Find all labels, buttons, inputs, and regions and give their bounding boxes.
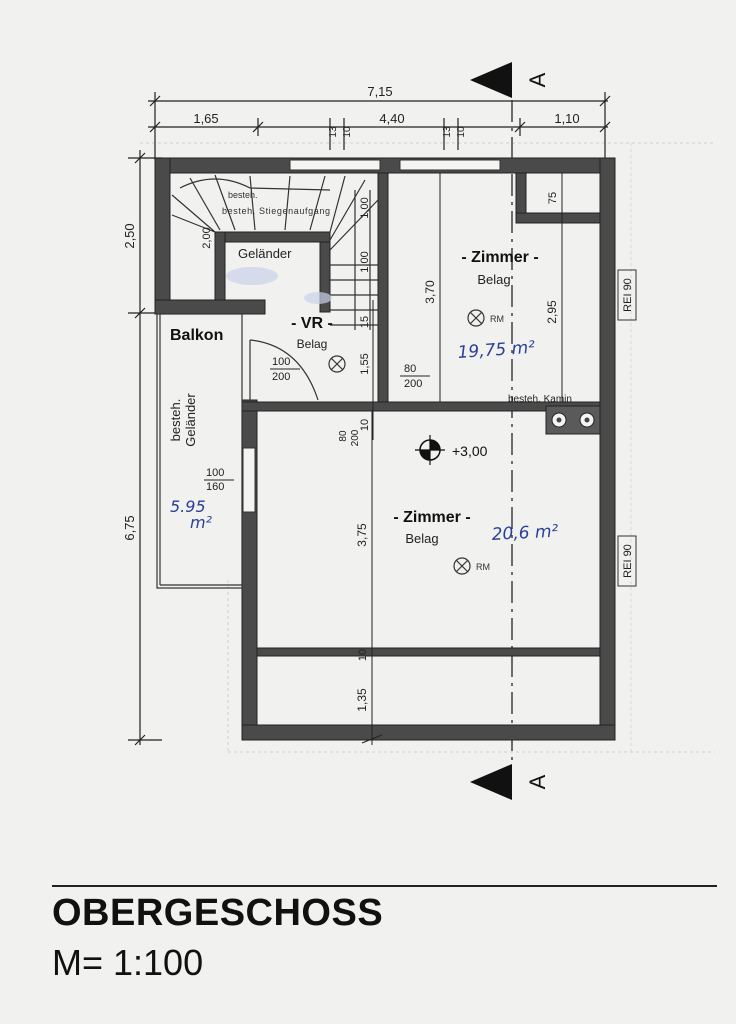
zimmer1-rm-icon xyxy=(467,309,485,327)
section-marker-top: A xyxy=(470,62,550,98)
zimmer2-area: 20,6 m² xyxy=(491,522,559,545)
zimmer1-floor: Belag xyxy=(477,272,510,287)
window-balkon-top: 100 xyxy=(206,467,224,479)
pen-smudge-2 xyxy=(304,292,332,304)
window-top-2 xyxy=(399,159,501,171)
balkon-area-1: 5.95 xyxy=(170,497,206,516)
staircase xyxy=(171,174,379,330)
svg-text:REI 90: REI 90 xyxy=(622,544,634,578)
rei-label-bottom: REI 90 xyxy=(617,535,637,587)
dim-top-total: 7,15 xyxy=(367,84,392,99)
zimmer2-rm: RM xyxy=(476,562,490,572)
window-balkon xyxy=(242,447,256,513)
zimmer2-floor: Belag xyxy=(405,531,438,546)
section-label-top: A xyxy=(525,72,550,87)
kamin xyxy=(545,405,601,435)
dim-top-left: 1,65 xyxy=(193,111,218,126)
title-rule xyxy=(52,885,717,887)
section-label-bottom: A xyxy=(525,774,550,789)
door3-bottom: 200 xyxy=(350,429,361,446)
stair-note-1: besteh. xyxy=(228,190,258,200)
window-balkon-bottom: 160 xyxy=(206,481,224,493)
zimmer2-dim-height: 3,75 xyxy=(355,523,369,547)
zimmer1-dim-inner: 2,95 xyxy=(545,300,559,324)
gelaender-label: Geländer xyxy=(238,246,292,261)
window-top-1 xyxy=(289,159,381,171)
zimmer1-rm: RM xyxy=(490,314,504,324)
zimmer1-dim-small: 75 xyxy=(547,192,559,204)
stair-note: besteh. Stiegenaufgang xyxy=(222,206,330,216)
vr-dim-10: 10 xyxy=(359,419,371,431)
balkon-area-2: m² xyxy=(190,513,213,532)
door-swing-1 xyxy=(249,339,319,401)
balkon-area xyxy=(156,313,243,589)
dim-left-upper: 2,50 xyxy=(122,223,137,248)
zimmer2-dim-10: 10 xyxy=(357,649,369,661)
door1-top: 100 xyxy=(272,356,290,368)
level-value: +3,00 xyxy=(452,443,488,459)
pen-smudge xyxy=(226,267,278,285)
vr-dim-155: 1,55 xyxy=(359,353,371,374)
vr-light-icon xyxy=(328,355,346,373)
stair-dim-100b: 1,00 xyxy=(359,251,371,272)
door2-top: 80 xyxy=(404,363,416,375)
section-marker-bottom: A xyxy=(470,764,550,800)
dim-top-small-a: 13 xyxy=(328,126,339,138)
zimmer2-name: - Zimmer - xyxy=(393,509,470,526)
door3-top: 80 xyxy=(338,430,349,442)
dim-top-mid: 4,40 xyxy=(379,111,404,126)
dim-top-right: 1,10 xyxy=(554,111,579,126)
balkon-rail-1: besteh. xyxy=(168,399,183,442)
plan-title: OBERGESCHOSS xyxy=(52,892,384,934)
vr-name: - VR - xyxy=(291,315,333,332)
vr-dim-15: 15 xyxy=(359,316,371,328)
kamin-label: besteh. Kamin xyxy=(508,394,572,405)
dim-left-lower: 6,75 xyxy=(122,515,137,540)
dim-top-small-d: 10 xyxy=(456,126,467,138)
door2-bottom: 200 xyxy=(404,378,422,390)
balkon-label: Balkon xyxy=(170,327,223,344)
plan-scale: M= 1:100 xyxy=(52,942,204,983)
dim-top-small-b: 10 xyxy=(342,126,353,138)
zimmer1-name: - Zimmer - xyxy=(461,249,538,266)
zimmer2-rm-icon xyxy=(453,557,471,575)
stair-dim-100a: 1,00 xyxy=(359,197,371,218)
rei-label-top: REI 90 xyxy=(617,269,637,321)
dimension-top xyxy=(148,92,611,160)
zimmer1-dim-height: 3,70 xyxy=(423,280,437,304)
zimmer1-area: 19,75 m² xyxy=(457,338,536,363)
dim-top-small-c: 13 xyxy=(442,126,453,138)
svg-text:REI 90: REI 90 xyxy=(622,278,634,312)
level-marker-icon xyxy=(415,435,445,465)
walls xyxy=(154,157,616,741)
zimmer2-dim-135: 1,35 xyxy=(355,688,369,712)
balkon-rail-2: Geländer xyxy=(183,393,198,447)
door1-bottom: 200 xyxy=(272,371,290,383)
stair-dim-200: 2,00 xyxy=(201,227,213,248)
vr-floor: Belag xyxy=(297,337,328,351)
